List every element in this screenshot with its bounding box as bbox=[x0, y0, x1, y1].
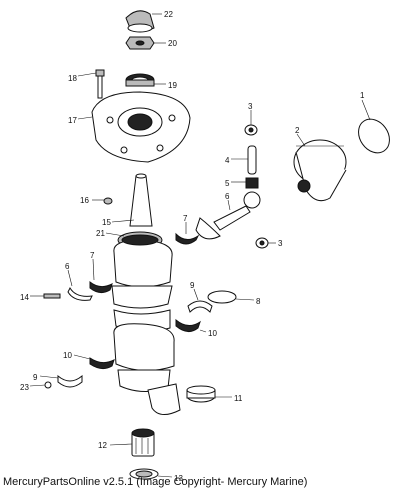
callout-c4: 4 bbox=[225, 156, 230, 165]
part-10-needle-cage-left[interactable] bbox=[89, 357, 115, 370]
callout-c20: 20 bbox=[168, 39, 177, 48]
callout-c6b: 6 bbox=[65, 262, 70, 271]
part-10-needle-cage-right[interactable] bbox=[175, 318, 201, 332]
part-9-bearing-race-upper[interactable] bbox=[187, 300, 213, 313]
callout-c22: 22 bbox=[164, 10, 173, 19]
part-14-rod-screw[interactable] bbox=[43, 293, 61, 299]
callout-c12: 12 bbox=[98, 441, 107, 450]
callout-c21: 21 bbox=[96, 229, 105, 238]
callout-c3b: 3 bbox=[278, 239, 283, 248]
callout-c10b: 10 bbox=[63, 351, 72, 360]
part-16-woodruff-key[interactable] bbox=[103, 197, 113, 205]
part-6-rod-cap[interactable] bbox=[67, 286, 93, 301]
callout-c3a: 3 bbox=[248, 102, 253, 111]
callout-c23: 23 bbox=[20, 383, 29, 392]
part-15-crankshaft[interactable] bbox=[111, 173, 181, 415]
callout-c2: 2 bbox=[295, 126, 300, 135]
callout-c13: 13 bbox=[174, 474, 183, 483]
callout-c18: 18 bbox=[68, 74, 77, 83]
part-9-bearing-race-lower[interactable] bbox=[57, 374, 83, 388]
callout-c9a: 9 bbox=[190, 281, 195, 290]
part-23-dowel-pin[interactable] bbox=[44, 381, 52, 389]
part-3-retainer-top[interactable] bbox=[244, 124, 258, 136]
part-19-seal[interactable] bbox=[125, 73, 155, 87]
callout-c19: 19 bbox=[168, 81, 177, 90]
part-7-bearing-cage-lower[interactable] bbox=[89, 280, 113, 294]
copyright-caption: MercuryPartsOnline v2.5.1 (Image Copyrig… bbox=[3, 476, 308, 488]
leader-lines bbox=[29, 13, 371, 478]
part-6-connecting-rod[interactable] bbox=[195, 191, 261, 240]
part-18-screw[interactable] bbox=[95, 69, 105, 99]
callout-c1: 1 bbox=[360, 91, 365, 100]
callout-c10a: 10 bbox=[208, 329, 217, 338]
part-8-retaining-ring[interactable] bbox=[207, 290, 237, 304]
part-4-wrist-pin[interactable] bbox=[247, 145, 257, 175]
part-13-oil-seal[interactable] bbox=[129, 468, 159, 480]
callout-c7a: 7 bbox=[183, 214, 188, 223]
part-22-cap[interactable] bbox=[125, 10, 155, 33]
part-3-retainer-bottom[interactable] bbox=[255, 237, 269, 249]
callout-c15: 15 bbox=[102, 218, 111, 227]
part-5-needle-bearing[interactable] bbox=[245, 177, 259, 189]
callout-c11: 11 bbox=[234, 394, 243, 403]
part-11-seal-ring[interactable] bbox=[186, 385, 216, 403]
callout-c5: 5 bbox=[225, 179, 230, 188]
part-2-piston[interactable] bbox=[293, 139, 347, 202]
part-21-ball-bearing[interactable] bbox=[121, 234, 159, 246]
callout-c9b: 9 bbox=[33, 373, 38, 382]
callout-labels: 22 20 18 19 3 1 17 2 4 5 6 16 15 7 21 3 6 7 9 14 8 10 10 9 23 11 1… bbox=[20, 10, 365, 483]
part-20-nut[interactable] bbox=[125, 36, 155, 50]
callout-c14: 14 bbox=[20, 293, 29, 302]
part-1-piston-ring[interactable] bbox=[352, 113, 396, 159]
callout-c8: 8 bbox=[256, 297, 261, 306]
callout-c7b: 7 bbox=[90, 251, 95, 260]
part-12-roller-bearing[interactable] bbox=[131, 428, 155, 457]
callout-c17: 17 bbox=[68, 116, 77, 125]
part-7-bearing-cage-upper[interactable] bbox=[175, 232, 200, 245]
callout-c6a: 6 bbox=[225, 192, 230, 201]
callout-c16: 16 bbox=[80, 196, 89, 205]
part-17-end-cap[interactable] bbox=[91, 91, 191, 163]
